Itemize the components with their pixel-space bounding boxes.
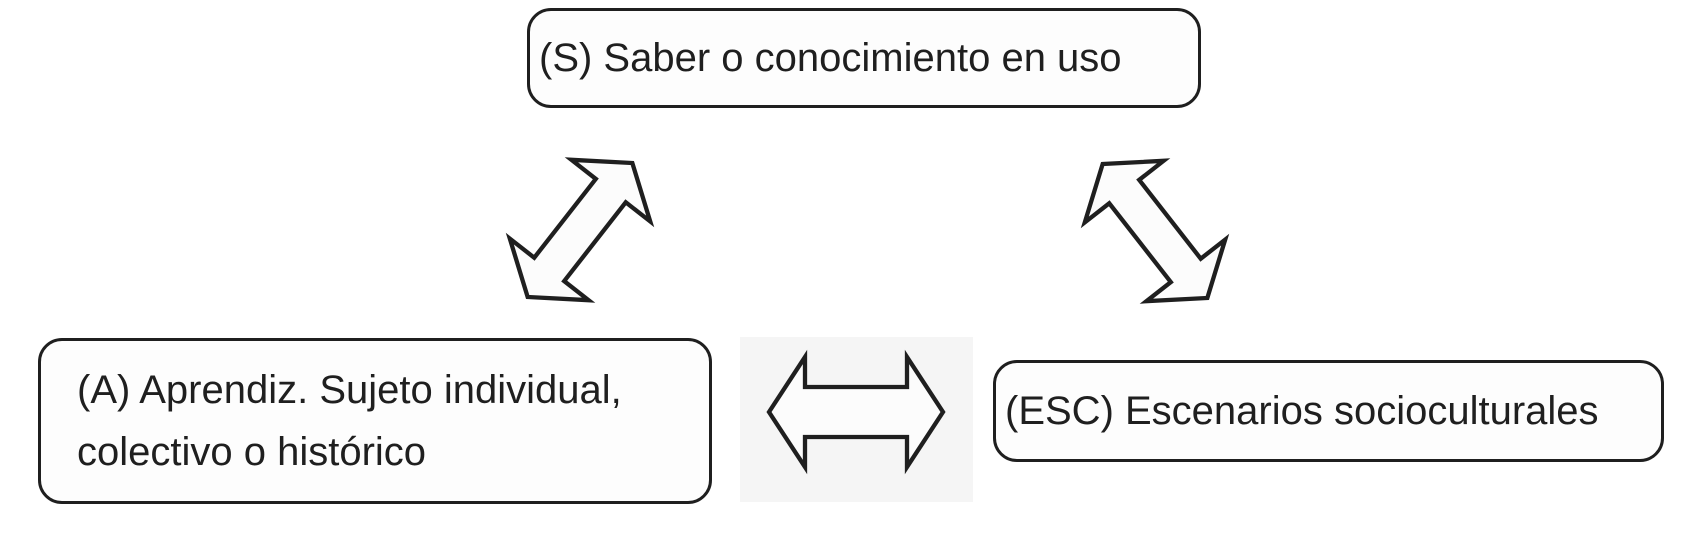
double-arrow-a-esc-icon: [766, 349, 946, 475]
node-escenarios: (ESC) Escenarios socioculturales: [993, 360, 1664, 462]
node-aprendiz-label-line2: colectivo o histórico: [77, 430, 427, 474]
node-aprendiz-label-line1: (A) Aprendiz. Sujeto individual,: [77, 368, 622, 412]
double-arrow-s-a-icon: [505, 157, 655, 303]
node-escenarios-label: (ESC) Escenarios socioculturales: [1005, 388, 1599, 433]
double-arrow-s-esc-icon: [1080, 158, 1230, 304]
node-aprendiz: (A) Aprendiz. Sujeto individual, colecti…: [38, 338, 712, 504]
node-saber-label: (S) Saber o conocimiento en uso: [539, 35, 1122, 80]
node-saber: (S) Saber o conocimiento en uso: [527, 8, 1201, 108]
